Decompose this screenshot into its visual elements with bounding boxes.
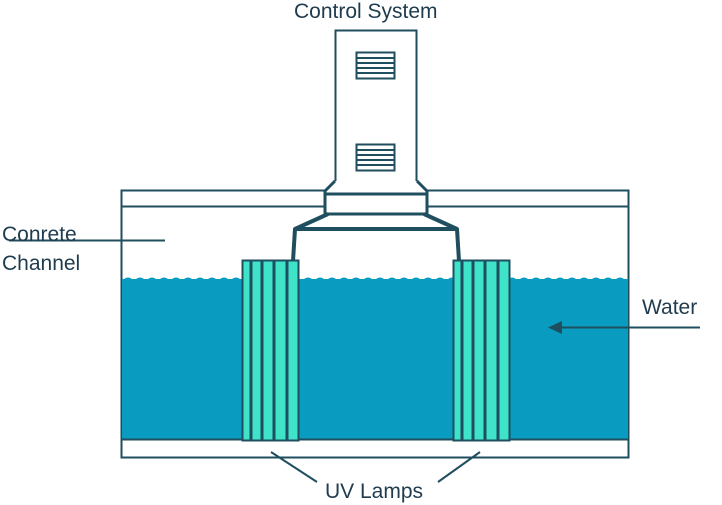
lamp-support-frame (291, 212, 461, 262)
uv-lamp-bank-right (452, 259, 511, 442)
control-system-unit (291, 29, 461, 262)
cabinet-mount-collar (323, 179, 429, 216)
label-water: Water (642, 296, 698, 319)
vent-grille-top (355, 51, 396, 80)
water-body (121, 277, 629, 441)
water-arrow (548, 321, 700, 334)
uv-lamp-bank-left (241, 259, 300, 442)
label-control-system: Control System (294, 0, 438, 23)
label-uv-lamps: UV Lamps (325, 480, 424, 503)
water-fill (122, 279, 628, 439)
uv-lamps-leader-left (270, 451, 318, 483)
vent-grille-bottom (355, 143, 396, 172)
label-channel-line2: Channel (2, 252, 81, 275)
uv-lamps-leader-right (437, 451, 481, 483)
label-channel-line1: Conrete (2, 223, 77, 246)
